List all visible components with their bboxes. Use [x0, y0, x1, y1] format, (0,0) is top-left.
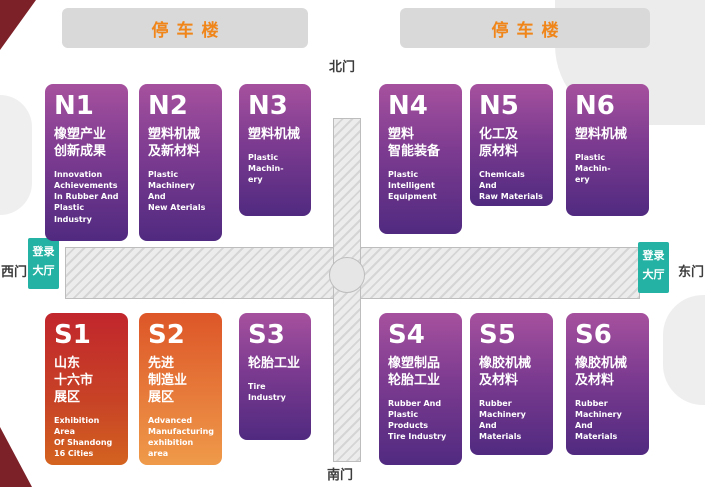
hall-s2: S2 先进 制造业 展区 Advanced Manufacturing exhi…: [139, 313, 222, 465]
hall-id: N4: [388, 91, 428, 121]
registration-hall-east: 登录 大厅: [638, 242, 669, 293]
hall-subtitle-en: Innovation Achievements In Rubber And Pl…: [54, 169, 119, 224]
parking-label: 停车楼: [151, 20, 227, 41]
hall-title-cn: 塑料 智能装备: [388, 127, 441, 159]
hall-n3: N3 塑料机械 Plastic Machin- ery: [239, 84, 311, 216]
hall-title-cn: 塑料机械: [248, 127, 301, 142]
hall-title-cn: 先进 制造业 展区: [148, 356, 188, 405]
hall-n4: N4 塑料 智能装备 Plastic Intelligent Equipment: [379, 84, 462, 234]
parking-building-right: 停车楼: [400, 8, 650, 48]
gate-west-label: 西门: [1, 265, 28, 280]
hall-s4: S4 橡塑制品 轮胎工业 Rubber And Plastic Products…: [379, 313, 462, 465]
hall-title-cn: 轮胎工业: [248, 356, 301, 371]
hall-id: S6: [575, 320, 612, 350]
hall-id: N3: [248, 91, 288, 121]
hall-subtitle-en: Exhibition Area Of Shandong 16 Cities: [54, 415, 113, 459]
hall-id: S3: [248, 320, 285, 350]
gate-south-label: 南门: [326, 468, 353, 483]
hall-title-cn: 橡胶机械 及材料: [575, 356, 628, 388]
gate-east-label: 东门: [678, 265, 705, 280]
hall-subtitle-en: Plastic Intelligent Equipment: [388, 169, 437, 202]
hall-n5: N5 化工及 原材料 Chemicals And Raw Materials: [470, 84, 553, 206]
corner-wedge-decoration: [0, 0, 36, 50]
hall-n1: N1 橡塑产业 创新成果 Innovation Achievements In …: [45, 84, 128, 241]
hall-subtitle-en: Plastic Machin- ery: [575, 152, 611, 185]
hall-id: S1: [54, 320, 91, 350]
hall-subtitle-en: Rubber Machinery And Materials: [575, 398, 622, 442]
hall-title-cn: 橡塑产业 创新成果: [54, 127, 107, 159]
hall-subtitle-en: Rubber Machinery And Materials: [479, 398, 526, 442]
hall-subtitle-en: Rubber And Plastic Products Tire Industr…: [388, 398, 447, 442]
hall-s5: S5 橡胶机械 及材料 Rubber Machinery And Materia…: [470, 313, 553, 455]
hall-id: S4: [388, 320, 425, 350]
hall-s3: S3 轮胎工业 Tire Industry: [239, 313, 311, 440]
parking-building-left: 停车楼: [62, 8, 308, 48]
hall-subtitle-en: Chemicals And Raw Materials: [479, 169, 543, 202]
hall-subtitle-en: Advanced Manufacturing exhibition area: [148, 415, 214, 459]
hall-id: N1: [54, 91, 94, 121]
hall-id: N6: [575, 91, 615, 121]
registration-hall-west: 登录 大厅: [28, 238, 59, 289]
hall-title-cn: 橡胶机械 及材料: [479, 356, 532, 388]
hall-id: N2: [148, 91, 188, 121]
hall-n6: N6 塑料机械 Plastic Machin- ery: [566, 84, 649, 216]
hall-s6: S6 橡胶机械 及材料 Rubber Machinery And Materia…: [566, 313, 649, 455]
hall-id: S2: [148, 320, 185, 350]
concourse-center-arch: [329, 257, 365, 293]
hall-subtitle-en: Plastic Machin- ery: [248, 152, 284, 185]
hall-title-cn: 塑料机械 及新材料: [148, 127, 201, 159]
hall-subtitle-en: Tire Industry: [248, 381, 286, 403]
hall-id: S5: [479, 320, 516, 350]
hall-title-cn: 山东 十六市 展区: [54, 356, 94, 405]
hall-s1: S1 山东 十六市 展区 Exhibition Area Of Shandong…: [45, 313, 128, 465]
gate-north-label: 北门: [328, 60, 355, 75]
corner-wedge-decoration: [0, 427, 32, 487]
hall-title-cn: 化工及 原材料: [479, 127, 519, 159]
worldmap-decoration: [663, 295, 705, 405]
hall-title-cn: 橡塑制品 轮胎工业: [388, 356, 441, 388]
hall-subtitle-en: Plastic Machinery And New Aterials: [148, 169, 206, 213]
hall-title-cn: 塑料机械: [575, 127, 628, 142]
parking-label: 停车楼: [491, 20, 567, 41]
worldmap-decoration: [0, 95, 32, 215]
hall-id: N5: [479, 91, 519, 121]
hall-n2: N2 塑料机械 及新材料 Plastic Machinery And New A…: [139, 84, 222, 241]
